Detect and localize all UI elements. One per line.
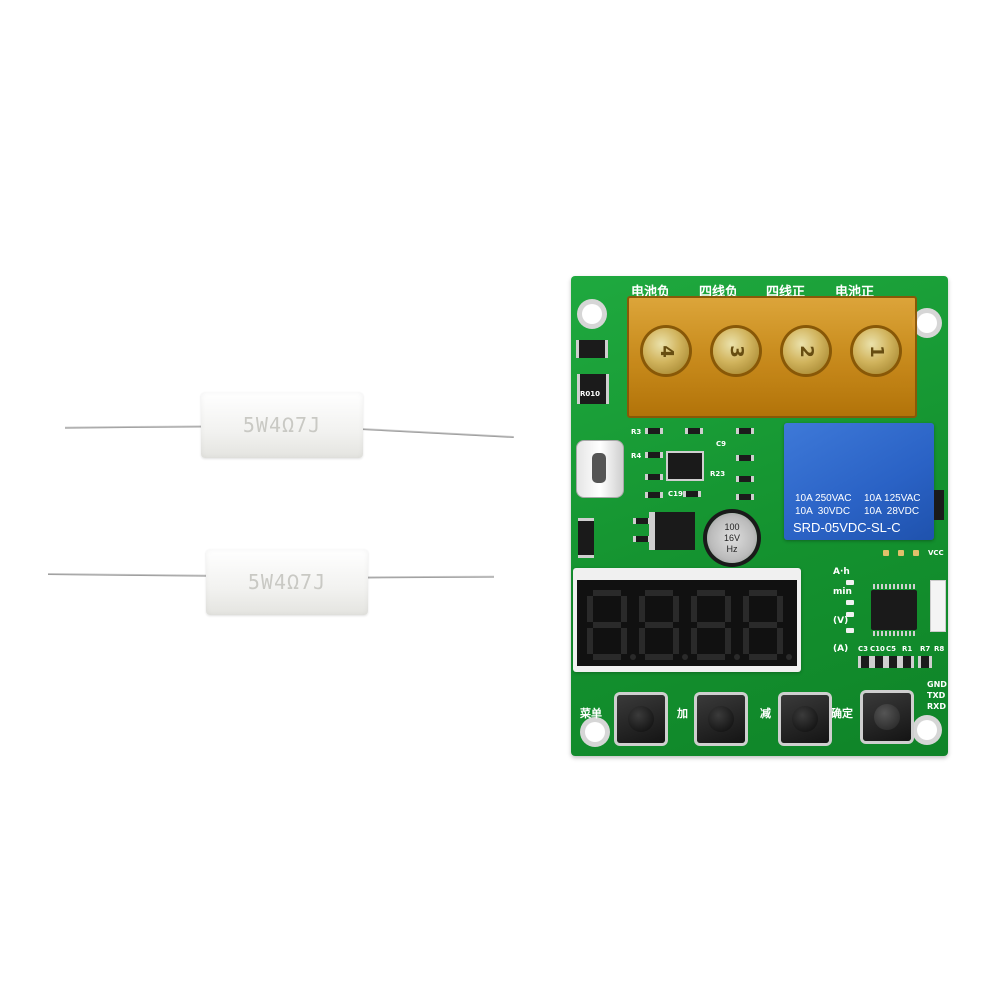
mount-hole-bottom-right (917, 720, 937, 740)
plus-button[interactable] (697, 695, 745, 743)
smd-m (886, 656, 900, 668)
screw-terminal-1[interactable]: 1 (853, 328, 899, 374)
smd-l (872, 656, 886, 668)
mount-hole-top-right (917, 313, 937, 333)
relay-rating-1-left: 10A 250VAC (795, 493, 852, 504)
button-label-confirm: 确定 (831, 707, 853, 720)
smd-r4 (645, 452, 663, 458)
relay-model: SRD-05VDC-SL-C (793, 520, 901, 535)
indicator-led-2 (846, 600, 854, 605)
indicator-label-ah: A·h (833, 567, 850, 577)
label-c10: C10 (870, 645, 885, 653)
relay-rating-2-right: 10A 28VDC (864, 506, 920, 517)
smd-r3 (645, 428, 663, 434)
label-c19: C19 (668, 490, 683, 498)
smd-k (858, 656, 872, 668)
button-label-minus: 减 (760, 707, 771, 720)
screw-terminal-block: 4 3 2 1 (627, 296, 917, 418)
label-r1: R1 (902, 645, 913, 653)
side-header (930, 580, 946, 632)
digit-1 (587, 590, 636, 660)
display-segments (587, 590, 792, 660)
header-pin-2 (898, 550, 904, 556)
resistor-1-lead-left (64, 425, 204, 429)
resistor-1-lead-right (361, 428, 514, 438)
button-label-menu: 菜单 (580, 707, 602, 720)
smd-b (645, 492, 663, 498)
indicator-led-4 (846, 628, 854, 633)
smd-h (683, 491, 701, 497)
label-r8: R8 (934, 645, 945, 653)
serial-label-rxd: RXD (927, 702, 946, 711)
capacitor-value: 100 (724, 521, 740, 532)
indicator-label-a: (A) (833, 644, 849, 654)
label-r3: R3 (631, 428, 642, 436)
smd-g (736, 494, 754, 500)
microcontroller-chip (871, 584, 917, 636)
resistor-2: 5W4Ω7J (206, 549, 368, 615)
screw-terminal-2[interactable]: 2 (783, 328, 829, 374)
capacitor-label: Hz (726, 543, 738, 554)
smd-a (645, 474, 663, 480)
resistor-1-marking: 5W4Ω7J (242, 413, 322, 437)
resistor-1: 5W4Ω7J (201, 392, 363, 458)
usb-c-port[interactable] (576, 440, 624, 498)
label-c3: C3 (858, 645, 869, 653)
smd-component (576, 340, 608, 358)
relay-rating-2-left: 10A 30VDC (795, 506, 851, 517)
indicator-label-v: (V) (833, 616, 849, 626)
indicator-led-3 (846, 612, 854, 617)
smd-e (736, 455, 754, 461)
relay: 10A 250VAC 10A 125VAC 10A 30VDC 10A 28VD… (784, 423, 934, 540)
indicator-led-1 (846, 580, 854, 585)
resistor-2-lead-right (367, 575, 495, 579)
label-r7: R7 (920, 645, 931, 653)
mount-hole-bottom-left (585, 722, 605, 742)
smd-n (900, 656, 914, 668)
label-c5: C5 (886, 645, 897, 653)
diode-ss (578, 518, 594, 558)
capacitor-voltage: 16V (723, 532, 740, 543)
display-face (577, 580, 797, 666)
confirm-button[interactable] (863, 693, 911, 741)
relay-rating-1-right: 10A 125VAC (864, 493, 921, 504)
label-r4: R4 (631, 452, 642, 460)
regulator-ic (649, 512, 695, 550)
serial-label-gnd: GND (927, 680, 947, 689)
shunt-label: R010 (580, 390, 601, 398)
indicator-label-min: min (833, 587, 852, 597)
minus-button[interactable] (781, 695, 829, 743)
label-r23: R23 (710, 470, 726, 478)
digit-4 (743, 590, 792, 660)
header-pin-3 (913, 550, 919, 556)
resistor-2-marking: 5W4Ω7J (247, 570, 327, 594)
sot-ic (668, 453, 702, 479)
button-label-plus: 加 (677, 707, 688, 720)
relay-side-pad (934, 490, 944, 520)
shunt-resistor (577, 374, 609, 404)
mount-hole-top-left (582, 304, 602, 324)
screw-terminal-3[interactable]: 3 (713, 328, 759, 374)
digit-3 (691, 590, 740, 660)
vcc-label: VCC (928, 549, 944, 557)
resistor-2-lead-left (47, 573, 209, 577)
smd-f (736, 476, 754, 482)
header-pin-1 (883, 550, 889, 556)
screw-terminal-4[interactable]: 4 (643, 328, 689, 374)
menu-button[interactable] (617, 695, 665, 743)
smd-d (736, 428, 754, 434)
smd-c (685, 428, 703, 434)
label-c9: C9 (716, 440, 727, 448)
seven-segment-display (573, 568, 801, 672)
electrolytic-capacitor: 100 16V Hz (707, 513, 757, 563)
serial-label-txd: TXD (927, 691, 946, 700)
smd-o (918, 656, 932, 668)
digit-2 (639, 590, 688, 660)
